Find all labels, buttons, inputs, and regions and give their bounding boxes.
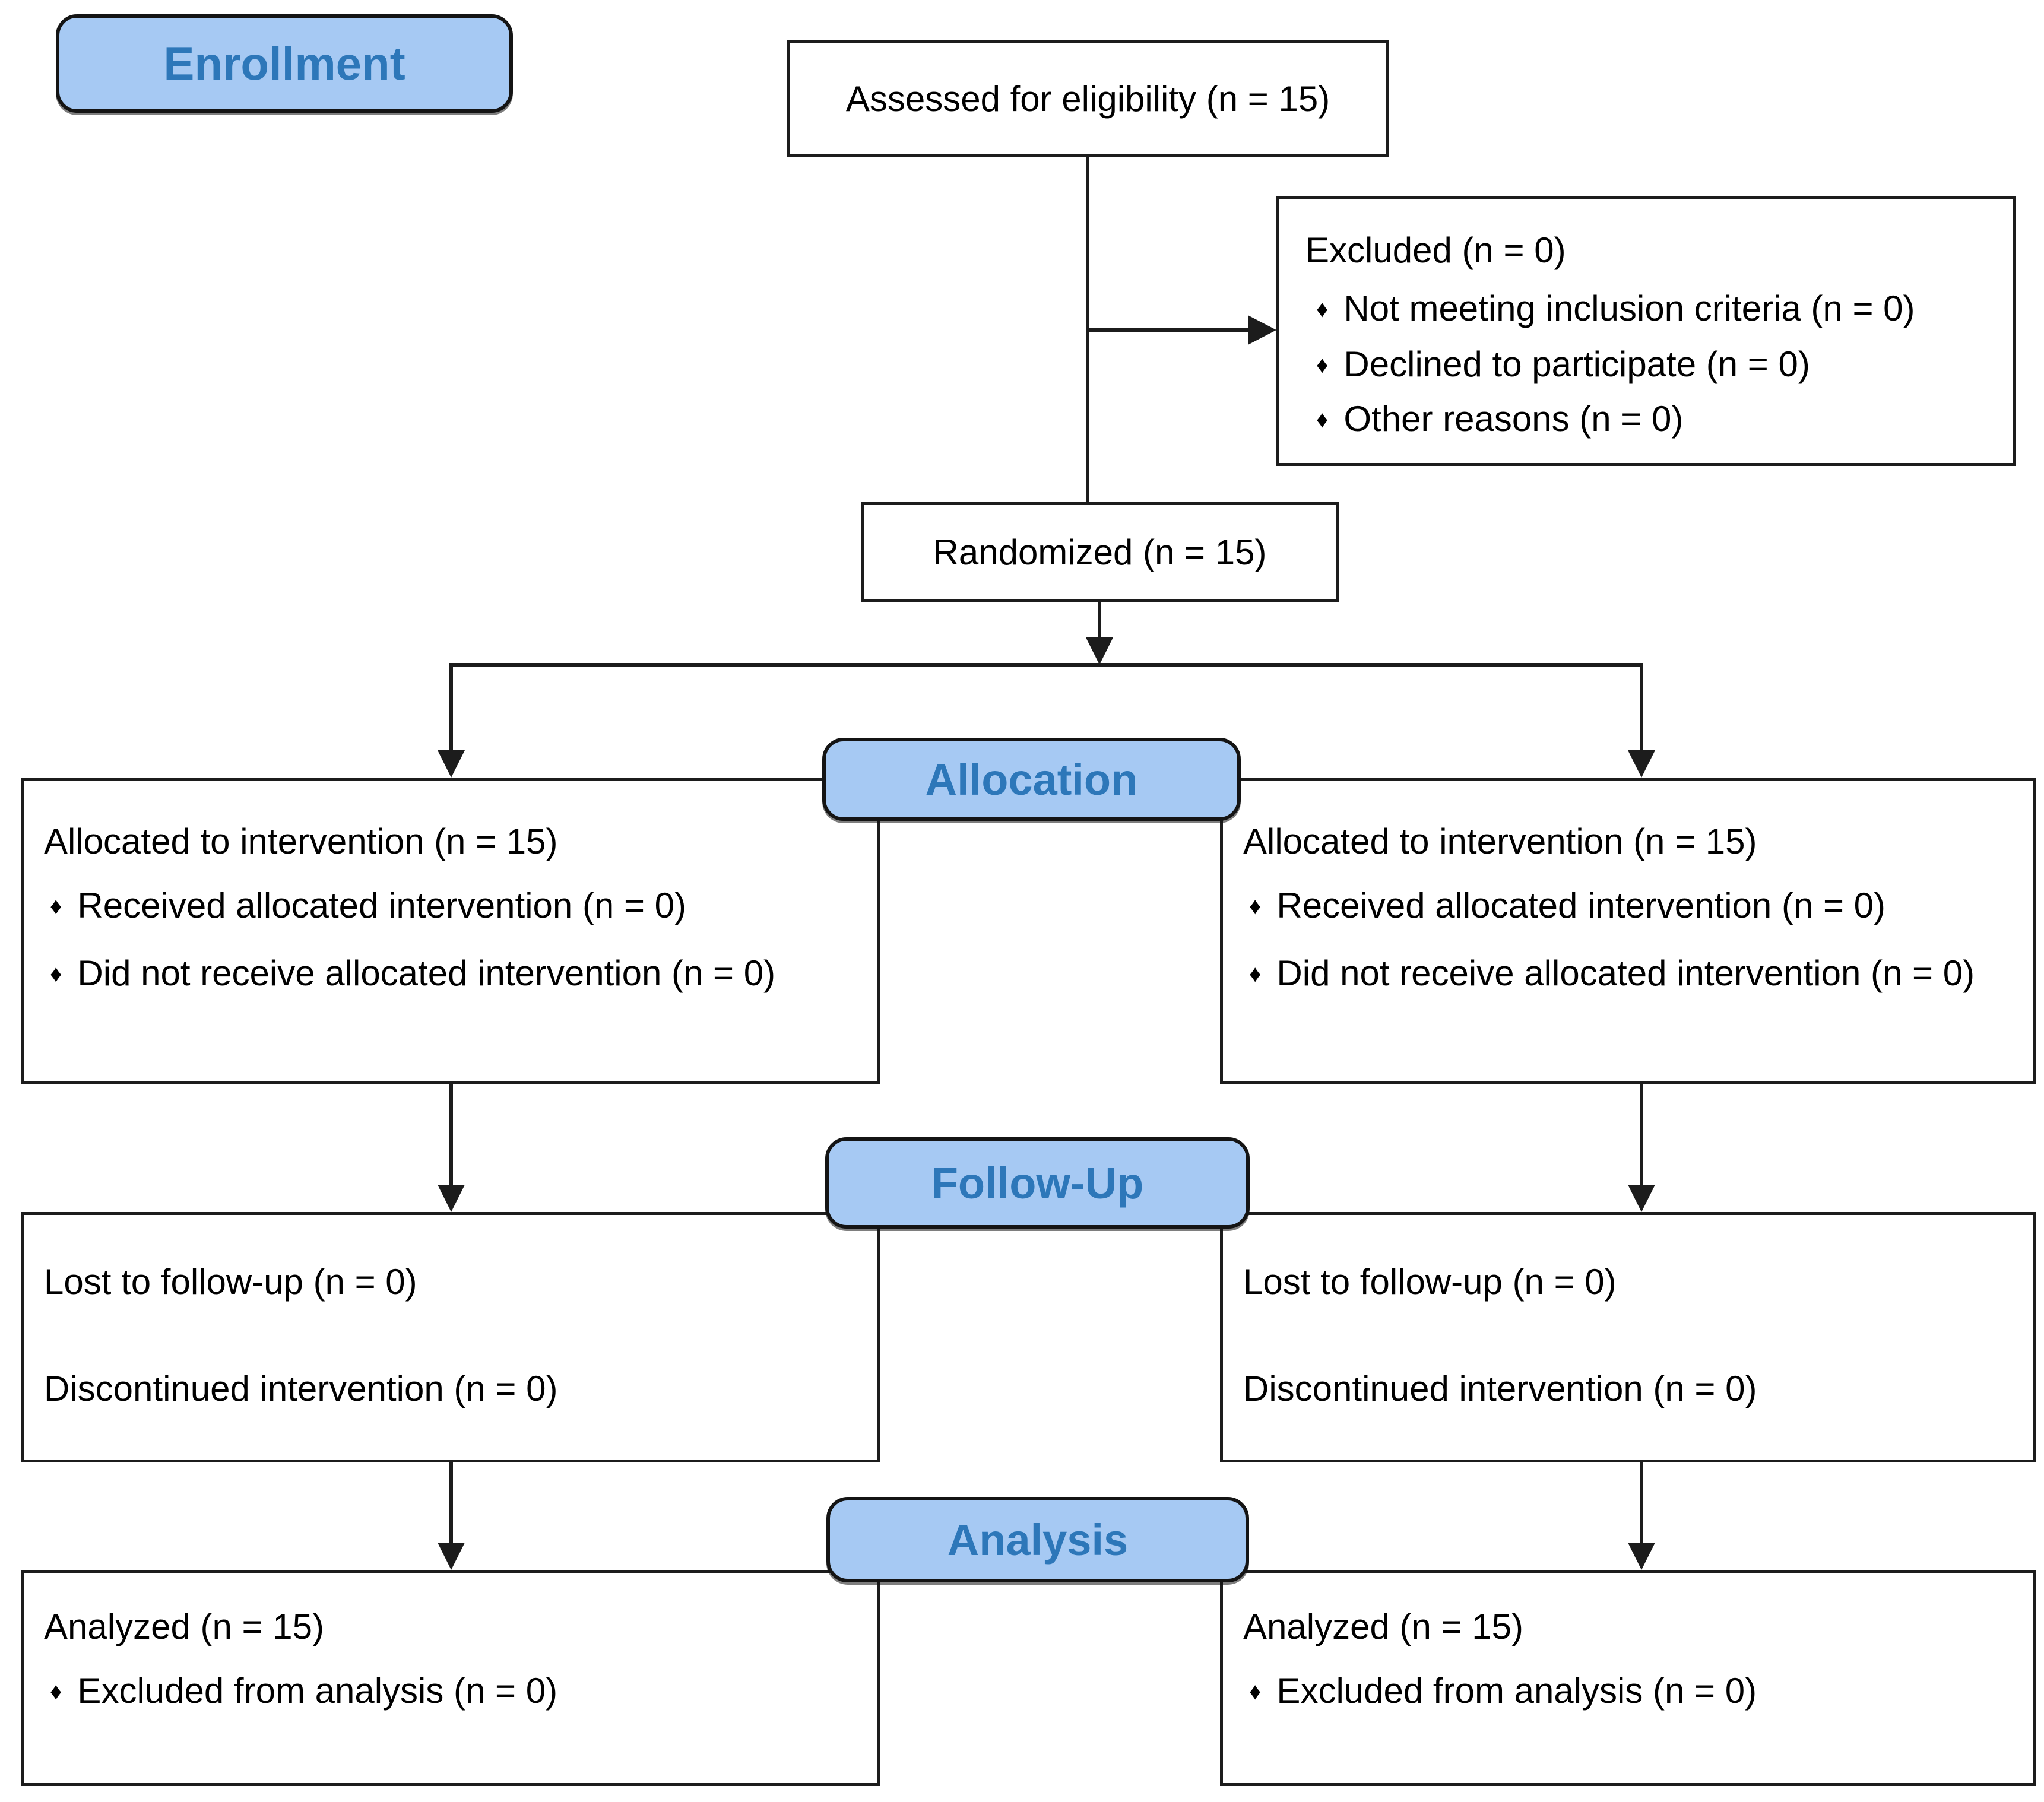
connector-alloc-right-to-fu	[1640, 1084, 1643, 1186]
phase-header-enrollment-label: Enrollment	[163, 37, 405, 90]
bullet-diamond-icon: ♦	[1316, 296, 1329, 322]
assessed-eligibility-text: Assessed for eligibility (n = 15)	[845, 78, 1330, 119]
randomized-text: Randomized (n = 15)	[933, 532, 1267, 572]
allocation-right-bullet-row: ♦ Received allocated intervention (n = 0)	[1249, 885, 1885, 926]
followup-left-box: Lost to follow-up (n = 0) Discontinued i…	[21, 1212, 880, 1462]
bullet-diamond-icon: ♦	[1316, 352, 1329, 378]
bullet-diamond-icon: ♦	[1249, 893, 1262, 919]
assessed-eligibility-box: Assessed for eligibility (n = 15)	[787, 40, 1389, 157]
bullet-diamond-icon: ♦	[1249, 1679, 1262, 1705]
randomized-box: Randomized (n = 15)	[861, 502, 1339, 602]
followup-right-box: Lost to follow-up (n = 0) Discontinued i…	[1220, 1212, 2036, 1462]
arrowhead-analysis-left-icon	[438, 1543, 465, 1570]
arrowhead-randomized-branch-icon	[1086, 637, 1113, 665]
arrowhead-analysis-right-icon	[1628, 1543, 1655, 1570]
allocation-left-bullet-text: Received allocated intervention (n = 0)	[77, 886, 687, 925]
allocation-right-title: Allocated to intervention (n = 15)	[1243, 821, 1757, 861]
bullet-diamond-icon: ♦	[1316, 407, 1329, 433]
analysis-left-bullet-row: ♦ Excluded from analysis (n = 0)	[50, 1670, 557, 1711]
branch-line	[449, 663, 1643, 667]
followup-right-line: Lost to follow-up (n = 0)	[1243, 1262, 1617, 1302]
phase-header-analysis-label: Analysis	[947, 1515, 1129, 1565]
analysis-right-title: Analyzed (n = 15)	[1243, 1607, 1523, 1646]
allocation-right-bullet-row: ♦ Did not receive allocated intervention …	[1249, 953, 1975, 994]
arrowhead-fu-right-icon	[1628, 1185, 1655, 1212]
analysis-right-bullet-row: ♦ Excluded from analysis (n = 0)	[1249, 1670, 1757, 1711]
phase-header-allocation-label: Allocation	[925, 754, 1138, 804]
phase-header-followup: Follow-Up	[825, 1137, 1250, 1229]
excluded-box: Excluded (n = 0) ♦ Not meeting inclusion …	[1276, 196, 2016, 466]
phase-header-analysis: Analysis	[826, 1497, 1249, 1582]
excluded-bullet-text: Other reasons (n = 0)	[1343, 399, 1684, 439]
allocation-left-bullet-row: ♦ Did not receive allocated intervention …	[50, 953, 775, 994]
bullet-diamond-icon: ♦	[50, 893, 62, 919]
excluded-bullet-text: Not meeting inclusion criteria (n = 0)	[1343, 288, 1915, 328]
allocation-left-bullet-row: ♦ Received allocated intervention (n = 0)	[50, 885, 686, 926]
phase-header-enrollment: Enrollment	[56, 14, 513, 113]
arrowhead-alloc-right-icon	[1628, 750, 1655, 778]
connector-branch-to-alloc-left	[449, 663, 453, 752]
excluded-bullet-row: ♦ Other reasons (n = 0)	[1316, 398, 1683, 439]
connector-fu-right-to-analysis	[1640, 1462, 1643, 1544]
excluded-title: Excluded (n = 0)	[1305, 230, 1566, 270]
bullet-diamond-icon: ♦	[50, 961, 62, 987]
analysis-right-bullet-text: Excluded from analysis (n = 0)	[1276, 1671, 1757, 1711]
arrowhead-to-excluded-icon	[1248, 315, 1276, 345]
bullet-diamond-icon: ♦	[50, 1679, 62, 1705]
connector-alloc-left-to-fu	[449, 1084, 453, 1186]
bullet-diamond-icon: ♦	[1249, 961, 1262, 987]
allocation-left-box: Allocated to intervention (n = 15) ♦ Rece…	[21, 778, 880, 1084]
excluded-bullet-row: ♦ Not meeting inclusion criteria (n = 0)	[1316, 288, 1915, 329]
arrowhead-alloc-left-icon	[438, 750, 465, 778]
followup-left-line: Lost to follow-up (n = 0)	[44, 1262, 417, 1302]
allocation-right-box: Allocated to intervention (n = 15) ♦ Rece…	[1220, 778, 2036, 1084]
phase-header-allocation: Allocation	[822, 738, 1241, 821]
allocation-right-bullet-text: Did not receive allocated intervention (…	[1276, 953, 1975, 993]
connector-to-excluded	[1086, 328, 1250, 332]
analysis-left-box: Analyzed (n = 15) ♦ Excluded from analysi…	[21, 1570, 880, 1786]
allocation-left-title: Allocated to intervention (n = 15)	[44, 821, 558, 861]
excluded-bullet-row: ♦ Declined to participate (n = 0)	[1316, 344, 1810, 385]
analysis-right-box: Analyzed (n = 15) ♦ Excluded from analysi…	[1220, 1570, 2036, 1786]
phase-header-followup-label: Follow-Up	[931, 1158, 1144, 1208]
connector-branch-to-alloc-right	[1640, 663, 1643, 752]
followup-left-line: Discontinued intervention (n = 0)	[44, 1369, 558, 1408]
connector-fu-left-to-analysis	[449, 1462, 453, 1544]
followup-right-line: Discontinued intervention (n = 0)	[1243, 1369, 1757, 1408]
arrowhead-fu-left-icon	[438, 1185, 465, 1212]
allocation-left-bullet-text: Did not receive allocated intervention (…	[77, 953, 776, 993]
excluded-bullet-text: Declined to participate (n = 0)	[1343, 344, 1810, 384]
connector-randomized-to-branch	[1098, 601, 1101, 639]
analysis-left-title: Analyzed (n = 15)	[44, 1607, 324, 1646]
analysis-left-bullet-text: Excluded from analysis (n = 0)	[77, 1671, 558, 1711]
allocation-right-bullet-text: Received allocated intervention (n = 0)	[1276, 886, 1886, 925]
